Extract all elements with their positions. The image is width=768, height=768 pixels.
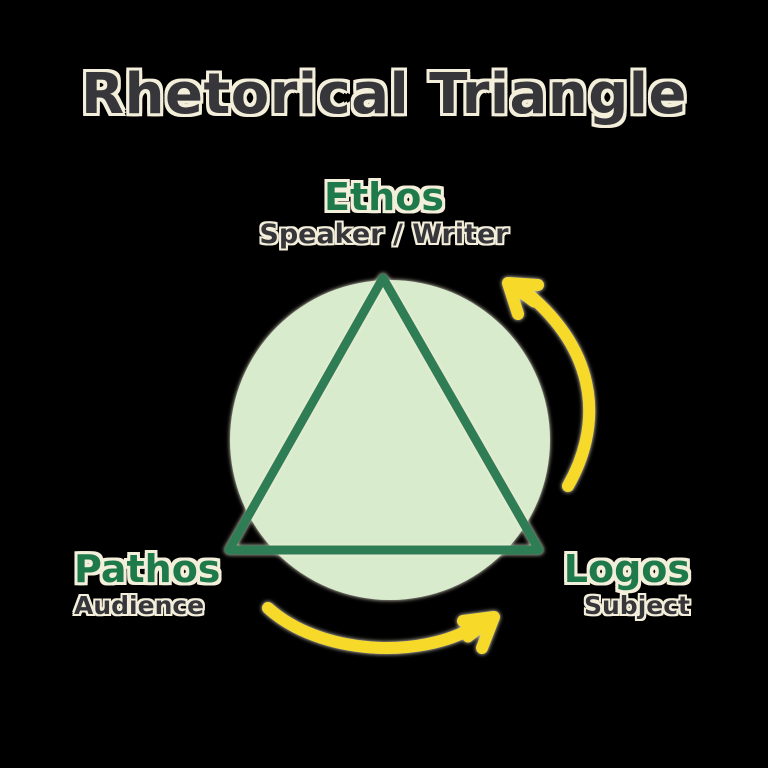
triangle-outline — [224, 273, 544, 555]
vertex-label-ethos: Ethos Speaker / Writer — [0, 175, 768, 250]
curved-arrow-right-icon — [262, 602, 500, 654]
page-title: Rhetorical Triangle — [81, 62, 687, 127]
curved-arrow-up-icon — [502, 277, 596, 492]
vertex-subtitle-ethos: Speaker / Writer — [259, 218, 509, 250]
vertex-subtitle-logos: Subject — [584, 590, 690, 620]
vertex-subtitle-pathos: Audience — [74, 590, 205, 620]
background-circle — [230, 280, 550, 600]
vertex-title-ethos: Ethos — [324, 175, 444, 219]
vertex-label-pathos: Pathos Audience — [74, 547, 221, 620]
vertex-label-logos: Logos Subject — [563, 547, 690, 620]
vertex-title-pathos: Pathos — [74, 547, 221, 591]
vertex-title-logos: Logos — [563, 547, 690, 591]
